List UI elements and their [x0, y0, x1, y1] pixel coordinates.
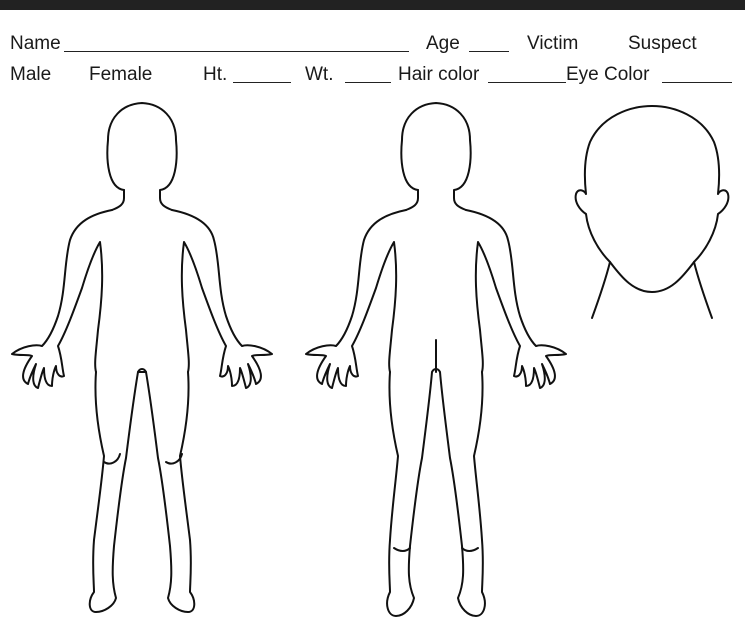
back-body-figure[interactable] [306, 103, 566, 616]
front-body-figure[interactable] [12, 103, 272, 612]
head-figure[interactable] [576, 106, 729, 318]
